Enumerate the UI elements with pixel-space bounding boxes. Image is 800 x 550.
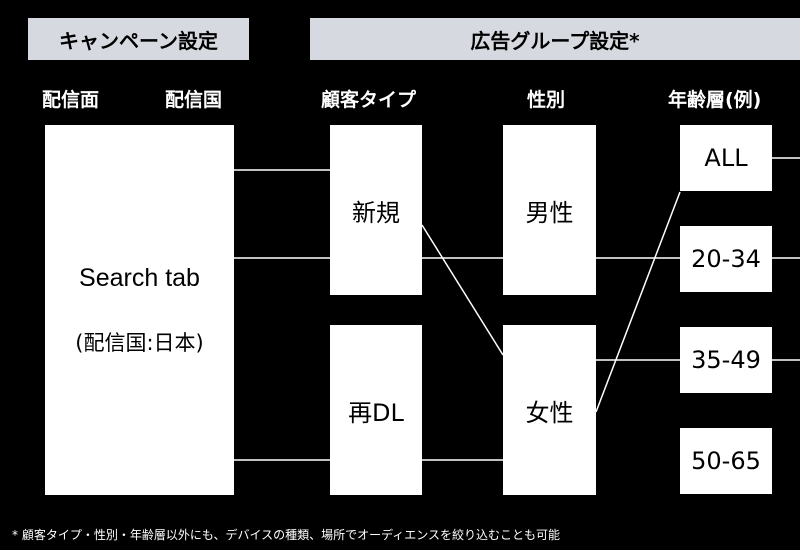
- search-tab-subtitle: (配信国:日本): [75, 330, 204, 355]
- line-new-to-female: [421, 224, 504, 356]
- customer-type-redl: 再DL: [330, 325, 422, 495]
- age-all: ALL: [680, 125, 772, 191]
- gender-male: 男性: [503, 125, 596, 295]
- header-gender: 性別: [527, 89, 566, 111]
- age-20-34: 20-34: [680, 226, 772, 292]
- header-country: 配信国: [165, 89, 223, 111]
- adgroup-settings-banner: 広告グループ設定*: [310, 18, 800, 60]
- search-tab-box: Search tab (配信国:日本): [45, 125, 234, 495]
- campaign-settings-banner: キャンペーン設定: [28, 18, 249, 60]
- header-placement: 配信面: [42, 89, 100, 111]
- age-50-65: 50-65: [680, 428, 772, 494]
- gender-female: 女性: [503, 325, 596, 495]
- line-female-to-all: [595, 191, 681, 413]
- header-age: 年齢層(例): [668, 89, 762, 111]
- search-tab-title: Search tab: [79, 263, 200, 292]
- customer-type-new: 新規: [330, 125, 422, 295]
- header-customer-type: 顧客タイプ: [321, 89, 417, 111]
- age-35-49: 35-49: [680, 327, 772, 393]
- footnote: * 顧客タイプ・性別・年齢層以外にも、デバイスの種類、場所でオーディエンスを絞り…: [12, 528, 561, 542]
